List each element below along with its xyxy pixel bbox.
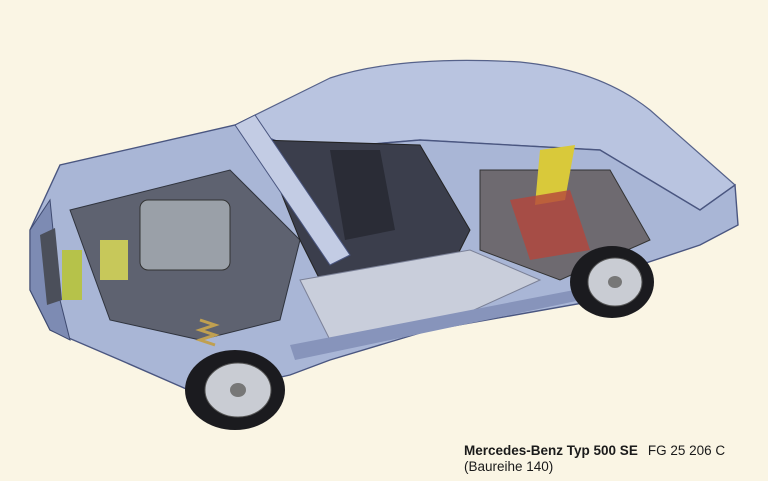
seat xyxy=(330,150,395,240)
radiator xyxy=(62,250,82,300)
engine-part-yellow xyxy=(100,240,128,280)
rocker-panel xyxy=(290,285,605,360)
rear-axle-red xyxy=(510,190,590,260)
floor-pan xyxy=(299,249,542,341)
a-pillar xyxy=(234,114,351,266)
grille xyxy=(40,228,62,305)
front-suspension-spring xyxy=(195,318,220,347)
rear-wheel xyxy=(570,246,654,318)
rear-seat-yellow xyxy=(535,145,575,205)
front-wheel xyxy=(185,350,285,430)
engine-block xyxy=(139,199,231,271)
caption-model: Mercedes-Benz Typ 500 SE xyxy=(464,443,638,458)
car-roof xyxy=(233,59,736,211)
caption-series: (Baureihe 140) xyxy=(464,459,554,474)
caption-title-line: Mercedes-Benz Typ 500 SE FG 25 206 C xyxy=(464,443,725,458)
caption-code: FG 25 206 C xyxy=(647,443,726,458)
